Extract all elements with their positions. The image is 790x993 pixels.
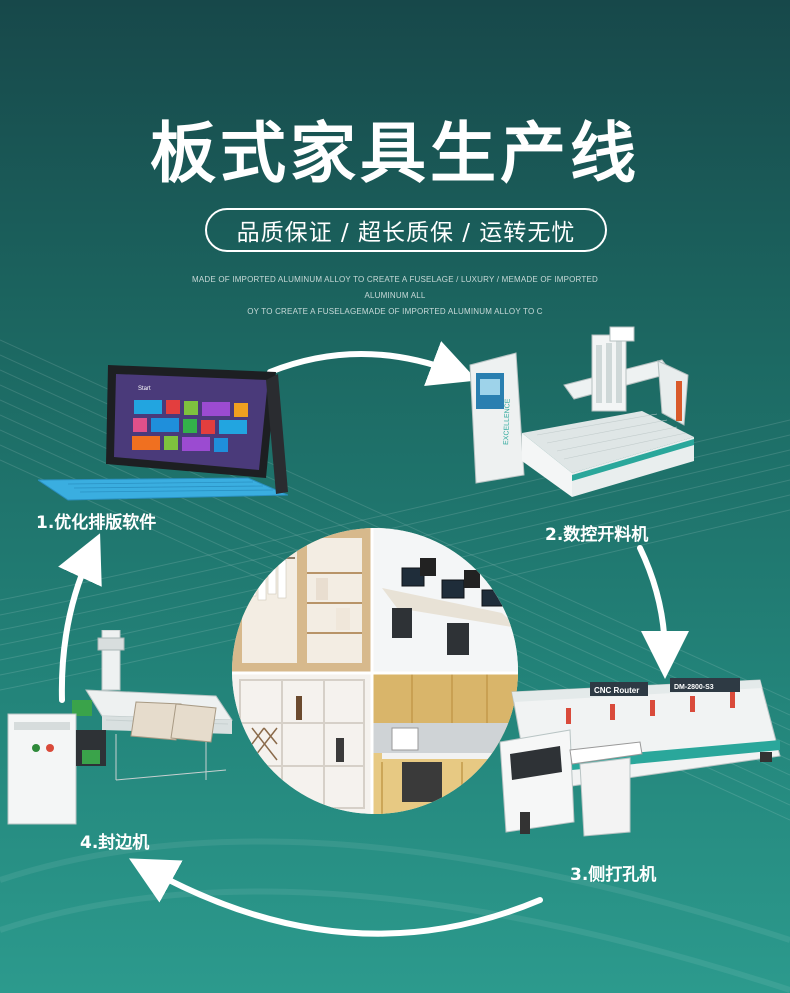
- step-3-label: 3.侧打孔机: [570, 865, 657, 885]
- english-description: MADE OF IMPORTED ALUMINUM ALLOY TO CREAT…: [180, 272, 610, 320]
- furniture-collage: [232, 528, 518, 814]
- english-line-1: MADE OF IMPORTED ALUMINUM ALLOY TO CREAT…: [192, 275, 598, 300]
- subtitle-badge: 品质保证 / 超长质保 / 运转无忧: [205, 208, 607, 252]
- tablet-start-label: Start: [138, 386, 151, 392]
- english-line-2: OY TO CREATE A FUSELAGEMADE OF IMPORTED …: [247, 307, 543, 316]
- side-drilling-machine-image: CNC Router DM-2800-S3: [499, 678, 781, 837]
- cnc-cutting-machine-image: EXCELLENCE: [469, 326, 694, 497]
- step-4-label: 4.封边机: [80, 833, 150, 853]
- page-title: 板式家具生产线: [150, 115, 640, 192]
- router-model-label: DM-2800-S3: [674, 684, 714, 691]
- edge-banding-machine-image: [7, 630, 233, 825]
- furniture-collage-image: [232, 528, 518, 814]
- step-1-label: 1.优化排版软件: [36, 513, 157, 533]
- cutter-brand-label: EXCELLENCE: [503, 398, 512, 445]
- tablet-software-image: Start: [38, 365, 288, 501]
- step-2-label: 2.数控开料机: [545, 525, 649, 545]
- router-brand-label: CNC Router: [594, 686, 639, 695]
